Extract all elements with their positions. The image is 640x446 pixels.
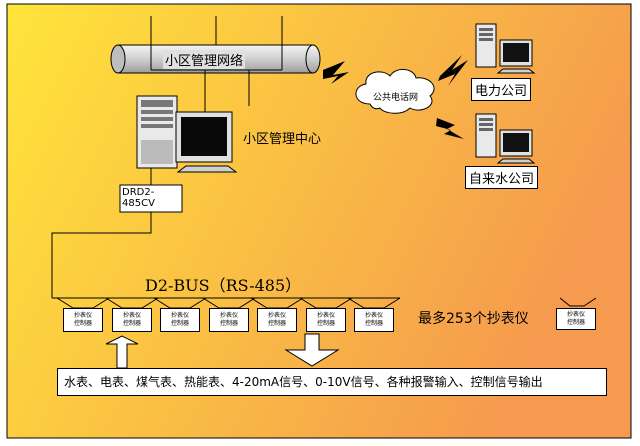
device-line-1: 抄表仪 bbox=[364, 312, 383, 319]
meter-controller-box: 抄表仪控制器 bbox=[209, 308, 249, 332]
converter-label: DRD2- 485CV bbox=[122, 187, 180, 209]
meter-controller-box: 抄表仪控制器 bbox=[306, 308, 346, 332]
phone-network-label: 公共电话网 bbox=[373, 93, 419, 103]
device-line-2: 控制器 bbox=[267, 320, 286, 327]
device-line-1: 抄表仪 bbox=[122, 312, 141, 319]
device-line-1: 抄表仪 bbox=[170, 312, 189, 319]
power-company-computer-icon bbox=[475, 23, 536, 74]
meter-controller-box: 抄表仪控制器 bbox=[112, 308, 152, 332]
device-line-1: 抄表仪 bbox=[219, 312, 238, 319]
device-line-1: 抄表仪 bbox=[73, 312, 92, 319]
phone-network-cloud bbox=[355, 69, 435, 114]
extra-device: 抄表仪 控制器 bbox=[556, 308, 596, 330]
device-line-1: 抄表仪 bbox=[566, 311, 585, 318]
center-label: 小区管理中心 bbox=[243, 132, 322, 147]
water-company-computer-icon bbox=[475, 113, 536, 164]
device-line-2: 控制器 bbox=[364, 320, 383, 327]
device-line-2: 控制器 bbox=[73, 320, 92, 327]
device-line-2: 控制器 bbox=[219, 320, 238, 327]
bus-label: D2-BUS（RS-485） bbox=[145, 276, 302, 295]
device-line-2: 控制器 bbox=[316, 320, 335, 327]
center-computer-icon bbox=[136, 95, 238, 173]
converter-line-1: DRD2- bbox=[122, 187, 155, 198]
device-line-2: 控制器 bbox=[122, 320, 141, 327]
meter-controller-box: 抄表仪控制器 bbox=[354, 308, 394, 332]
device-line-2: 控制器 bbox=[566, 319, 585, 326]
device-line-1: 抄表仪 bbox=[267, 312, 286, 319]
max-devices-label: 最多253个抄表仪 bbox=[418, 311, 529, 327]
power-company-label: 电力公司 bbox=[471, 78, 532, 101]
inputs-label: 水表、电表、煤气表、热能表、4-20mA信号、0-10V信号、各种报警输入、控制… bbox=[57, 368, 607, 396]
wireless-link-icon bbox=[436, 118, 464, 139]
device-line-2: 控制器 bbox=[170, 320, 189, 327]
meter-controller-box: 抄表仪控制器 bbox=[160, 308, 200, 332]
water-company-label: 自来水公司 bbox=[465, 166, 539, 189]
pipe-taps bbox=[150, 16, 283, 115]
wireless-link-icon bbox=[438, 55, 468, 86]
meter-controller-box: 抄表仪控制器 bbox=[63, 308, 103, 332]
device-line-1: 抄表仪 bbox=[316, 312, 335, 319]
wireless-link-icon bbox=[323, 61, 349, 84]
meter-controller-box: 抄表仪控制器 bbox=[257, 308, 297, 332]
background-panel bbox=[6, 3, 632, 439]
converter-line-2: 485CV bbox=[122, 198, 155, 209]
converter-box bbox=[119, 184, 183, 213]
backbone-label: 小区管理网络 bbox=[163, 50, 246, 69]
extra-device-wire bbox=[559, 297, 597, 307]
output-arrow-icon bbox=[284, 333, 340, 367]
bus-wiring bbox=[51, 168, 400, 299]
